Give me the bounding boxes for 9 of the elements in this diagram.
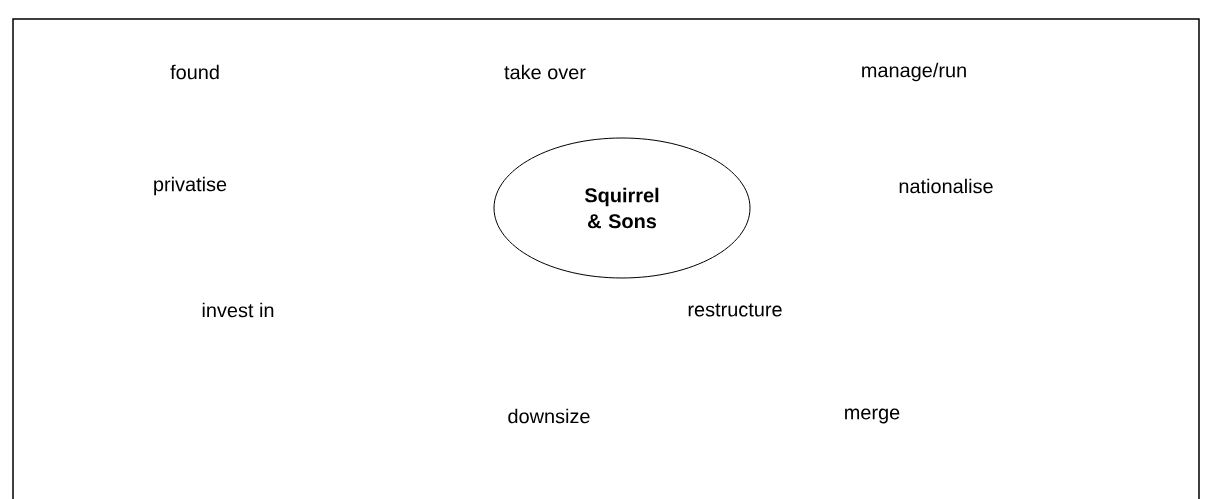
verb-label: manage/run — [862, 62, 966, 82]
verb-label: nationalise — [899, 178, 993, 194]
verb-label: take over — [504, 64, 586, 80]
verb-label: privatise — [154, 176, 227, 196]
verb-label: found — [170, 64, 219, 80]
verb-label: invest in — [202, 302, 274, 318]
verb-label: downsize — [508, 408, 590, 424]
verb-label: merge — [845, 408, 900, 424]
verb-label: restructure — [688, 303, 782, 317]
